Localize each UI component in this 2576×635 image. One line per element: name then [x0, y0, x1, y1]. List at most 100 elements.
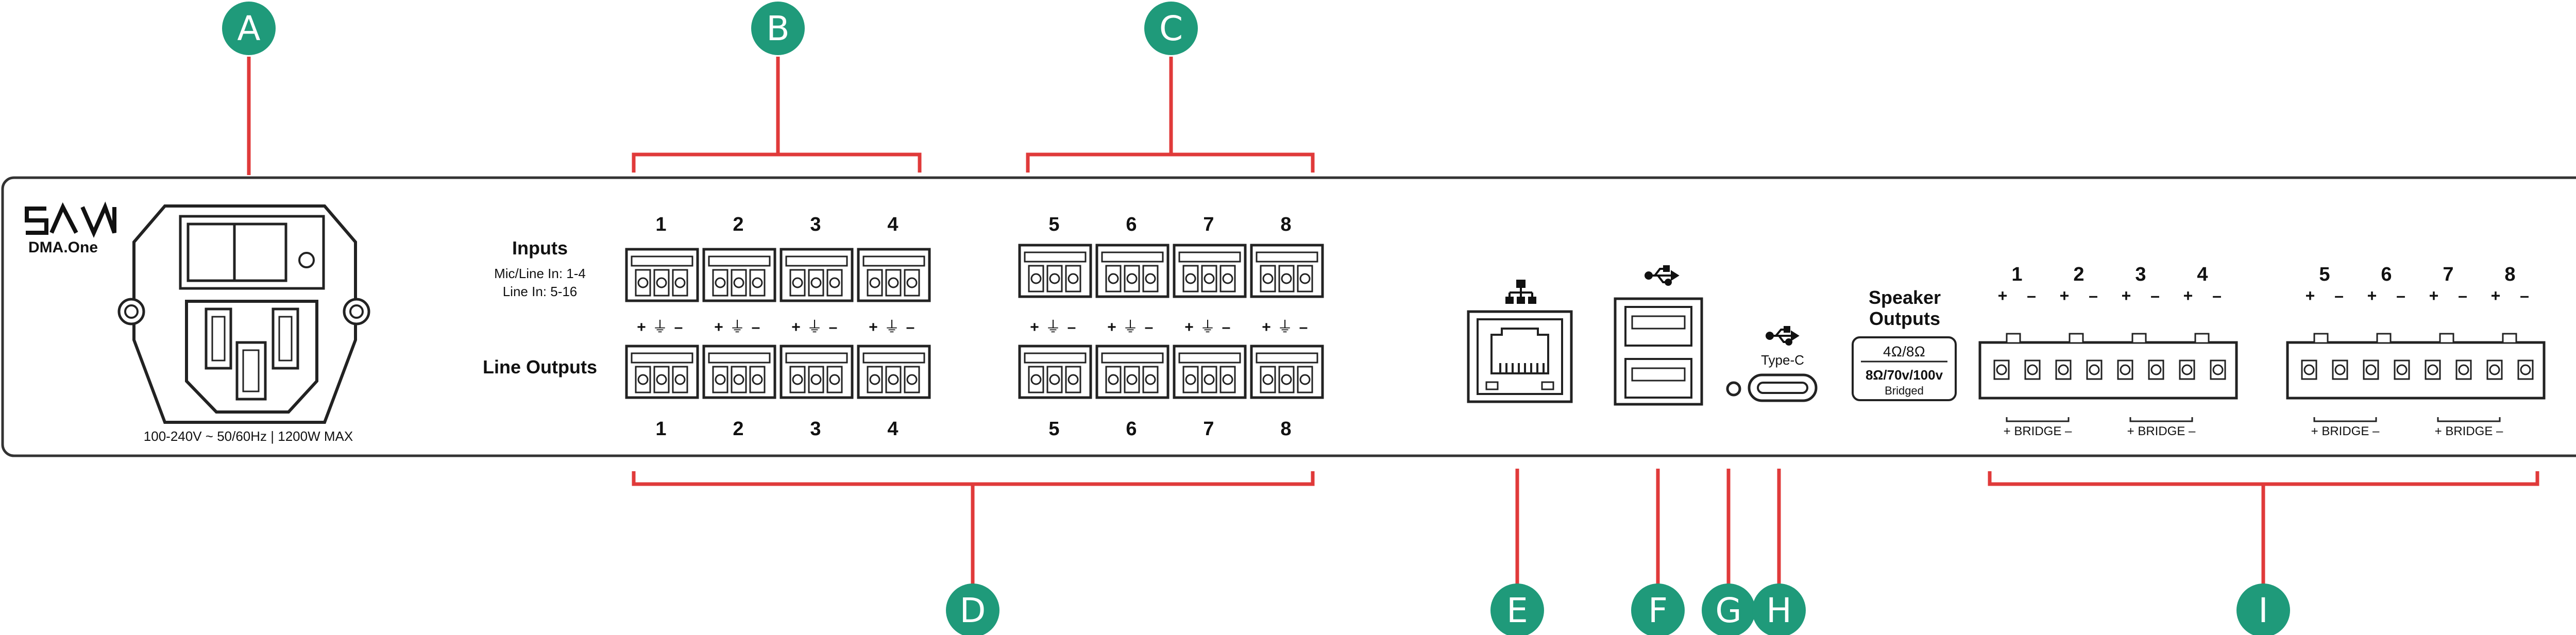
callout-f-label: F [1648, 591, 1668, 630]
speaker-connectors: 1+–2+–3+–4+–+ BRIDGE –+ BRIDGE –5+–6+–7+… [1978, 264, 2546, 438]
speaker-outputs-title-1: Speaker [1869, 287, 1941, 308]
callout-b-label: B [766, 9, 789, 48]
network-icon [1505, 280, 1536, 304]
bracket-d [632, 471, 1315, 486]
input-connector[interactable] [779, 248, 854, 302]
polarity-ground-icon: ⏚ [1200, 319, 1215, 336]
usb-a-ports[interactable] [1614, 265, 1703, 406]
bracket-b [632, 152, 922, 173]
speaker-polarity-plus: + [2122, 286, 2131, 305]
speaker-polarity-minus: – [2212, 286, 2222, 305]
input-connector[interactable] [1250, 244, 1324, 298]
input-number: 2 [733, 214, 743, 235]
callout-g-label: G [1715, 591, 1741, 630]
bridge-label: + BRIDGE – [2435, 424, 2503, 438]
polarity-minus: – [1067, 319, 1076, 336]
callout-g: G [1702, 583, 1755, 635]
line-output-connector[interactable] [1095, 345, 1170, 399]
line-output-number: 1 [655, 418, 666, 440]
bridge-bracket [2129, 417, 2193, 422]
input-connector[interactable] [1018, 244, 1092, 298]
callout-d-label: D [960, 591, 986, 630]
speaker-output-number: 6 [2381, 264, 2392, 285]
speaker-polarity-minus: – [2458, 286, 2467, 305]
inputs-subtitle-mic: Mic/Line In: 1-4 [494, 266, 586, 281]
bracket-c [1026, 152, 1315, 173]
speaker-polarity-plus: + [2491, 286, 2501, 305]
speaker-output-number: 3 [2135, 264, 2146, 285]
callout-i: I [2236, 583, 2290, 635]
bracket-i [1988, 471, 2539, 486]
polarity-minus: – [829, 319, 838, 336]
callout-d: D [946, 583, 999, 635]
speaker-polarity-plus: + [2367, 286, 2377, 305]
input-connector[interactable] [702, 248, 776, 302]
line-output-connector[interactable] [1018, 345, 1092, 399]
callout-e-label: E [1506, 591, 1528, 630]
line-output-connector[interactable] [779, 345, 854, 399]
polarity-minus: – [752, 319, 760, 336]
input-connector[interactable] [1173, 244, 1247, 298]
speaker-polarity-plus: + [2060, 286, 2070, 305]
speaker-terminal-block[interactable] [1978, 333, 2238, 400]
line-output-connector[interactable] [625, 345, 699, 399]
speaker-polarity-minus: – [2027, 286, 2036, 305]
line-output-number: 4 [887, 418, 898, 440]
speaker-polarity-plus: + [2429, 286, 2439, 305]
speaker-polarity-plus: + [1998, 286, 2008, 305]
bridge-bracket [2313, 417, 2377, 422]
callout-markers: A B C D E F G H I [222, 2, 2290, 635]
speaker-polarity-minus: – [2396, 286, 2405, 305]
power-rating-label: 100-240V ~ 50/60Hz | 1200W MAX [144, 428, 353, 444]
callout-c-label: C [1159, 9, 1183, 48]
usb-c-port[interactable]: Type-C [1748, 326, 1818, 402]
callout-f: F [1631, 583, 1685, 635]
polarity-plus: + [1184, 319, 1194, 336]
speaker-polarity-minus: – [2334, 286, 2344, 305]
speaker-mode-bridged: Bridged [1885, 384, 1924, 397]
input-number: 1 [655, 214, 666, 235]
input-number: 5 [1048, 214, 1059, 235]
callout-leaders [247, 57, 2539, 585]
model-name: DMA.One [28, 239, 98, 256]
line-output-connector[interactable] [702, 345, 776, 399]
savi-logo [25, 201, 116, 238]
inputs-title: Inputs [512, 237, 568, 259]
callout-a-label: A [237, 9, 260, 48]
line-output-connector[interactable] [1173, 345, 1247, 399]
line-output-connector[interactable] [857, 345, 931, 399]
inputs-subtitle-line: Line In: 5-16 [503, 284, 578, 299]
speaker-polarity-plus: + [2306, 286, 2315, 305]
polarity-plus: + [869, 319, 878, 336]
speaker-polarity-plus: + [2183, 286, 2193, 305]
input-number: 6 [1126, 214, 1137, 235]
polarity-ground-icon: ⏚ [1277, 319, 1293, 336]
bridge-label: + BRIDGE – [2311, 424, 2380, 438]
polarity-plus: + [714, 319, 723, 336]
polarity-ground-icon: ⏚ [652, 319, 668, 336]
polarity-plus: + [791, 319, 801, 336]
polarity-minus: – [674, 319, 683, 336]
polarity-ground-icon: ⏚ [730, 319, 745, 336]
speaker-output-number: 5 [2319, 264, 2330, 285]
line-output-number: 5 [1048, 418, 1059, 440]
line-output-connector[interactable] [1250, 345, 1324, 399]
speaker-outputs-title-2: Outputs [1869, 308, 1940, 329]
line-output-number: 7 [1203, 418, 1214, 440]
callout-a: A [222, 2, 276, 55]
ethernet-port[interactable] [1467, 280, 1573, 403]
speaker-terminal-block[interactable] [2286, 333, 2546, 400]
polarity-minus: – [906, 319, 915, 336]
speaker-polarity-minus: – [2089, 286, 2098, 305]
input-connector[interactable] [1095, 244, 1170, 298]
polarity-minus: – [1145, 319, 1154, 336]
line-output-number: 6 [1126, 418, 1137, 440]
line-outputs-title: Line Outputs [483, 356, 597, 377]
input-connector[interactable] [625, 248, 699, 302]
bridge-bracket [2437, 417, 2501, 422]
power-inlet [117, 204, 370, 424]
input-connector[interactable] [857, 248, 931, 302]
speaker-mode-box: 4Ω/8Ω 8Ω/70v/100v Bridged [1852, 336, 1957, 401]
polarity-plus: + [1030, 319, 1039, 336]
power-indicator [298, 252, 315, 268]
